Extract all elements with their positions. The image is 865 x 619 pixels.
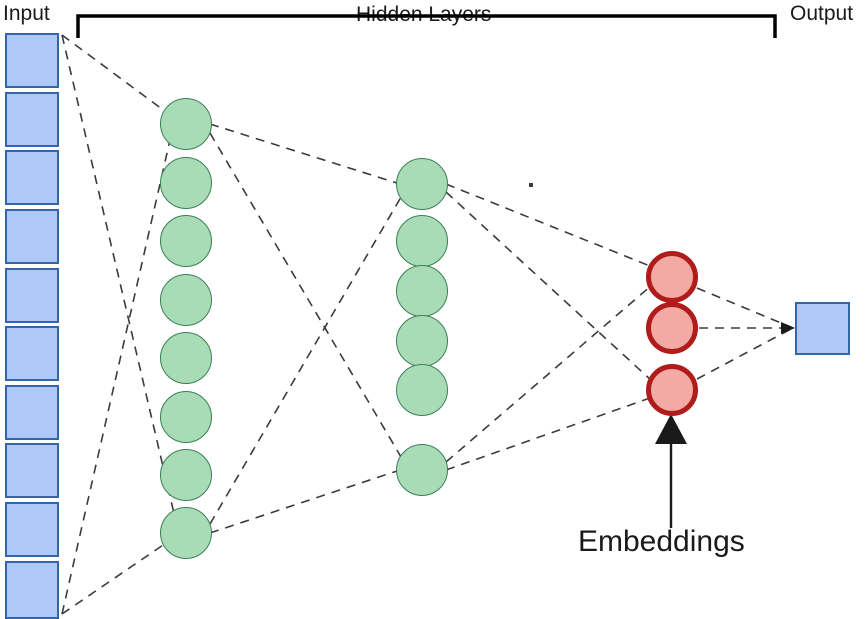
input-node[interactable]: [5, 443, 59, 498]
hidden2-node[interactable]: [396, 444, 448, 496]
hidden1-node[interactable]: [160, 332, 212, 384]
input-label: Input: [3, 2, 50, 25]
embedding-node[interactable]: [646, 251, 698, 303]
hidden1-node[interactable]: [160, 98, 212, 150]
stray-mark: [529, 183, 533, 187]
hidden1-node[interactable]: [160, 449, 212, 501]
hidden1-node[interactable]: [160, 274, 212, 326]
embeddings-callout-arrow: [655, 414, 687, 528]
connections-input-to-hidden1: [61, 34, 177, 615]
hidden1-node[interactable]: [160, 215, 212, 267]
input-node[interactable]: [5, 209, 59, 264]
connections-embeddings-to-output: [696, 287, 794, 380]
hidden2-node[interactable]: [396, 315, 448, 367]
input-node[interactable]: [5, 561, 59, 619]
embeddings-label: Embeddings: [578, 525, 745, 558]
hidden1-node[interactable]: [160, 507, 212, 559]
hidden2-node[interactable]: [396, 158, 448, 210]
input-node[interactable]: [5, 150, 59, 205]
input-node[interactable]: [5, 33, 59, 88]
input-node[interactable]: [5, 502, 59, 557]
hidden-layers-bracket: [76, 14, 777, 38]
hidden1-node[interactable]: [160, 391, 212, 443]
input-node[interactable]: [5, 92, 59, 147]
connections-hidden2-to-embeddings: [445, 183, 653, 471]
output-node[interactable]: [795, 302, 850, 355]
output-arrowhead: [781, 322, 795, 334]
connections-hidden1-to-hidden2: [209, 123, 405, 534]
output-label: Output: [790, 2, 854, 25]
hidden1-node[interactable]: [160, 157, 212, 209]
hidden2-node[interactable]: [396, 364, 448, 416]
embedding-node[interactable]: [646, 364, 698, 416]
hidden2-node[interactable]: [396, 265, 448, 317]
input-node[interactable]: [5, 385, 59, 440]
hidden2-node[interactable]: [396, 215, 448, 267]
embedding-node[interactable]: [646, 302, 698, 354]
input-node[interactable]: [5, 326, 59, 381]
input-node[interactable]: [5, 268, 59, 323]
